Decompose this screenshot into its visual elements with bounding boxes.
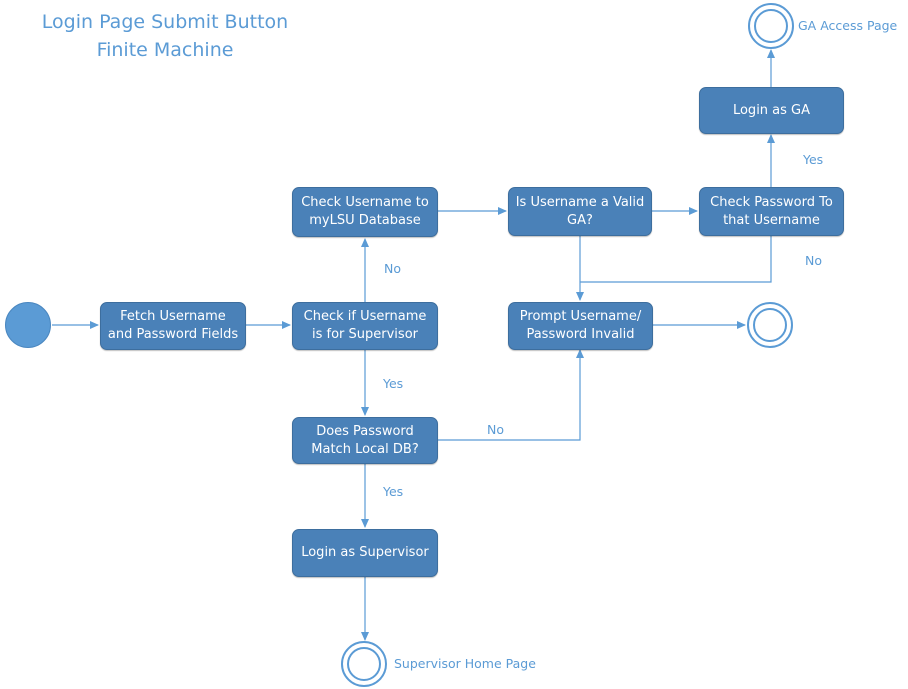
node-text: Is Username a Valid xyxy=(515,194,645,210)
edge-label-supervisor-yes: Yes xyxy=(383,376,404,391)
node-text: Login as GA xyxy=(732,102,811,118)
login-supervisor-node: Login as Supervisor xyxy=(292,529,438,577)
node-text: Prompt Username/ xyxy=(519,309,642,324)
title-line-1: Login Page Submit Button xyxy=(41,11,289,33)
diagram-title: Login Page Submit Button Finite Machine xyxy=(20,8,310,64)
node-text: and Password Fields xyxy=(107,327,239,342)
edge-label-check-password-no: No xyxy=(805,253,822,268)
prompt-invalid-node: Prompt Username/Password Invalid xyxy=(508,302,653,350)
edge-label-password-match-yes: Yes xyxy=(383,484,404,499)
edge-label-supervisor-no: No xyxy=(384,261,401,276)
edge-label-password-match-no: No xyxy=(487,422,504,437)
supervisor-home-label: Supervisor Home Page xyxy=(394,656,536,671)
node-text: Does Password xyxy=(316,423,414,439)
node-text: Check Password To xyxy=(710,194,833,210)
node-text: Check if Username xyxy=(303,309,427,324)
ga-access-final-state xyxy=(748,3,794,49)
check-mylsu-node: Check Username to myLSU Database xyxy=(292,187,438,237)
edge-label-check-password-yes: Yes xyxy=(803,152,824,167)
supervisor-home-final-state xyxy=(341,641,387,687)
login-ga-node: Login as GA xyxy=(699,87,844,134)
node-text: Match Local DB? xyxy=(311,441,419,457)
node-text: Check Username to xyxy=(301,195,429,210)
title-line-2: Finite Machine xyxy=(96,39,234,61)
node-text: that Username xyxy=(723,212,820,228)
edge-password-match-no xyxy=(438,349,584,441)
node-text: Password Invalid xyxy=(526,327,635,342)
edge-check-password-no xyxy=(580,236,772,283)
check-password-node: Check Password To that Username xyxy=(699,187,844,236)
invalid-final-state xyxy=(747,302,793,348)
ga-access-label: GA Access Page xyxy=(798,18,898,33)
node-text: Login as Supervisor xyxy=(301,545,429,560)
check-supervisor-node: Check if Username is for Supervisor xyxy=(292,302,438,350)
node-text: myLSU Database xyxy=(309,213,421,228)
node-text: is for Supervisor xyxy=(312,327,418,342)
node-text: Fetch Username xyxy=(120,309,226,324)
start-state xyxy=(5,302,51,348)
node-text: GA? xyxy=(567,212,593,228)
fetch-fields-node: Fetch Username and Password Fields xyxy=(100,302,246,350)
